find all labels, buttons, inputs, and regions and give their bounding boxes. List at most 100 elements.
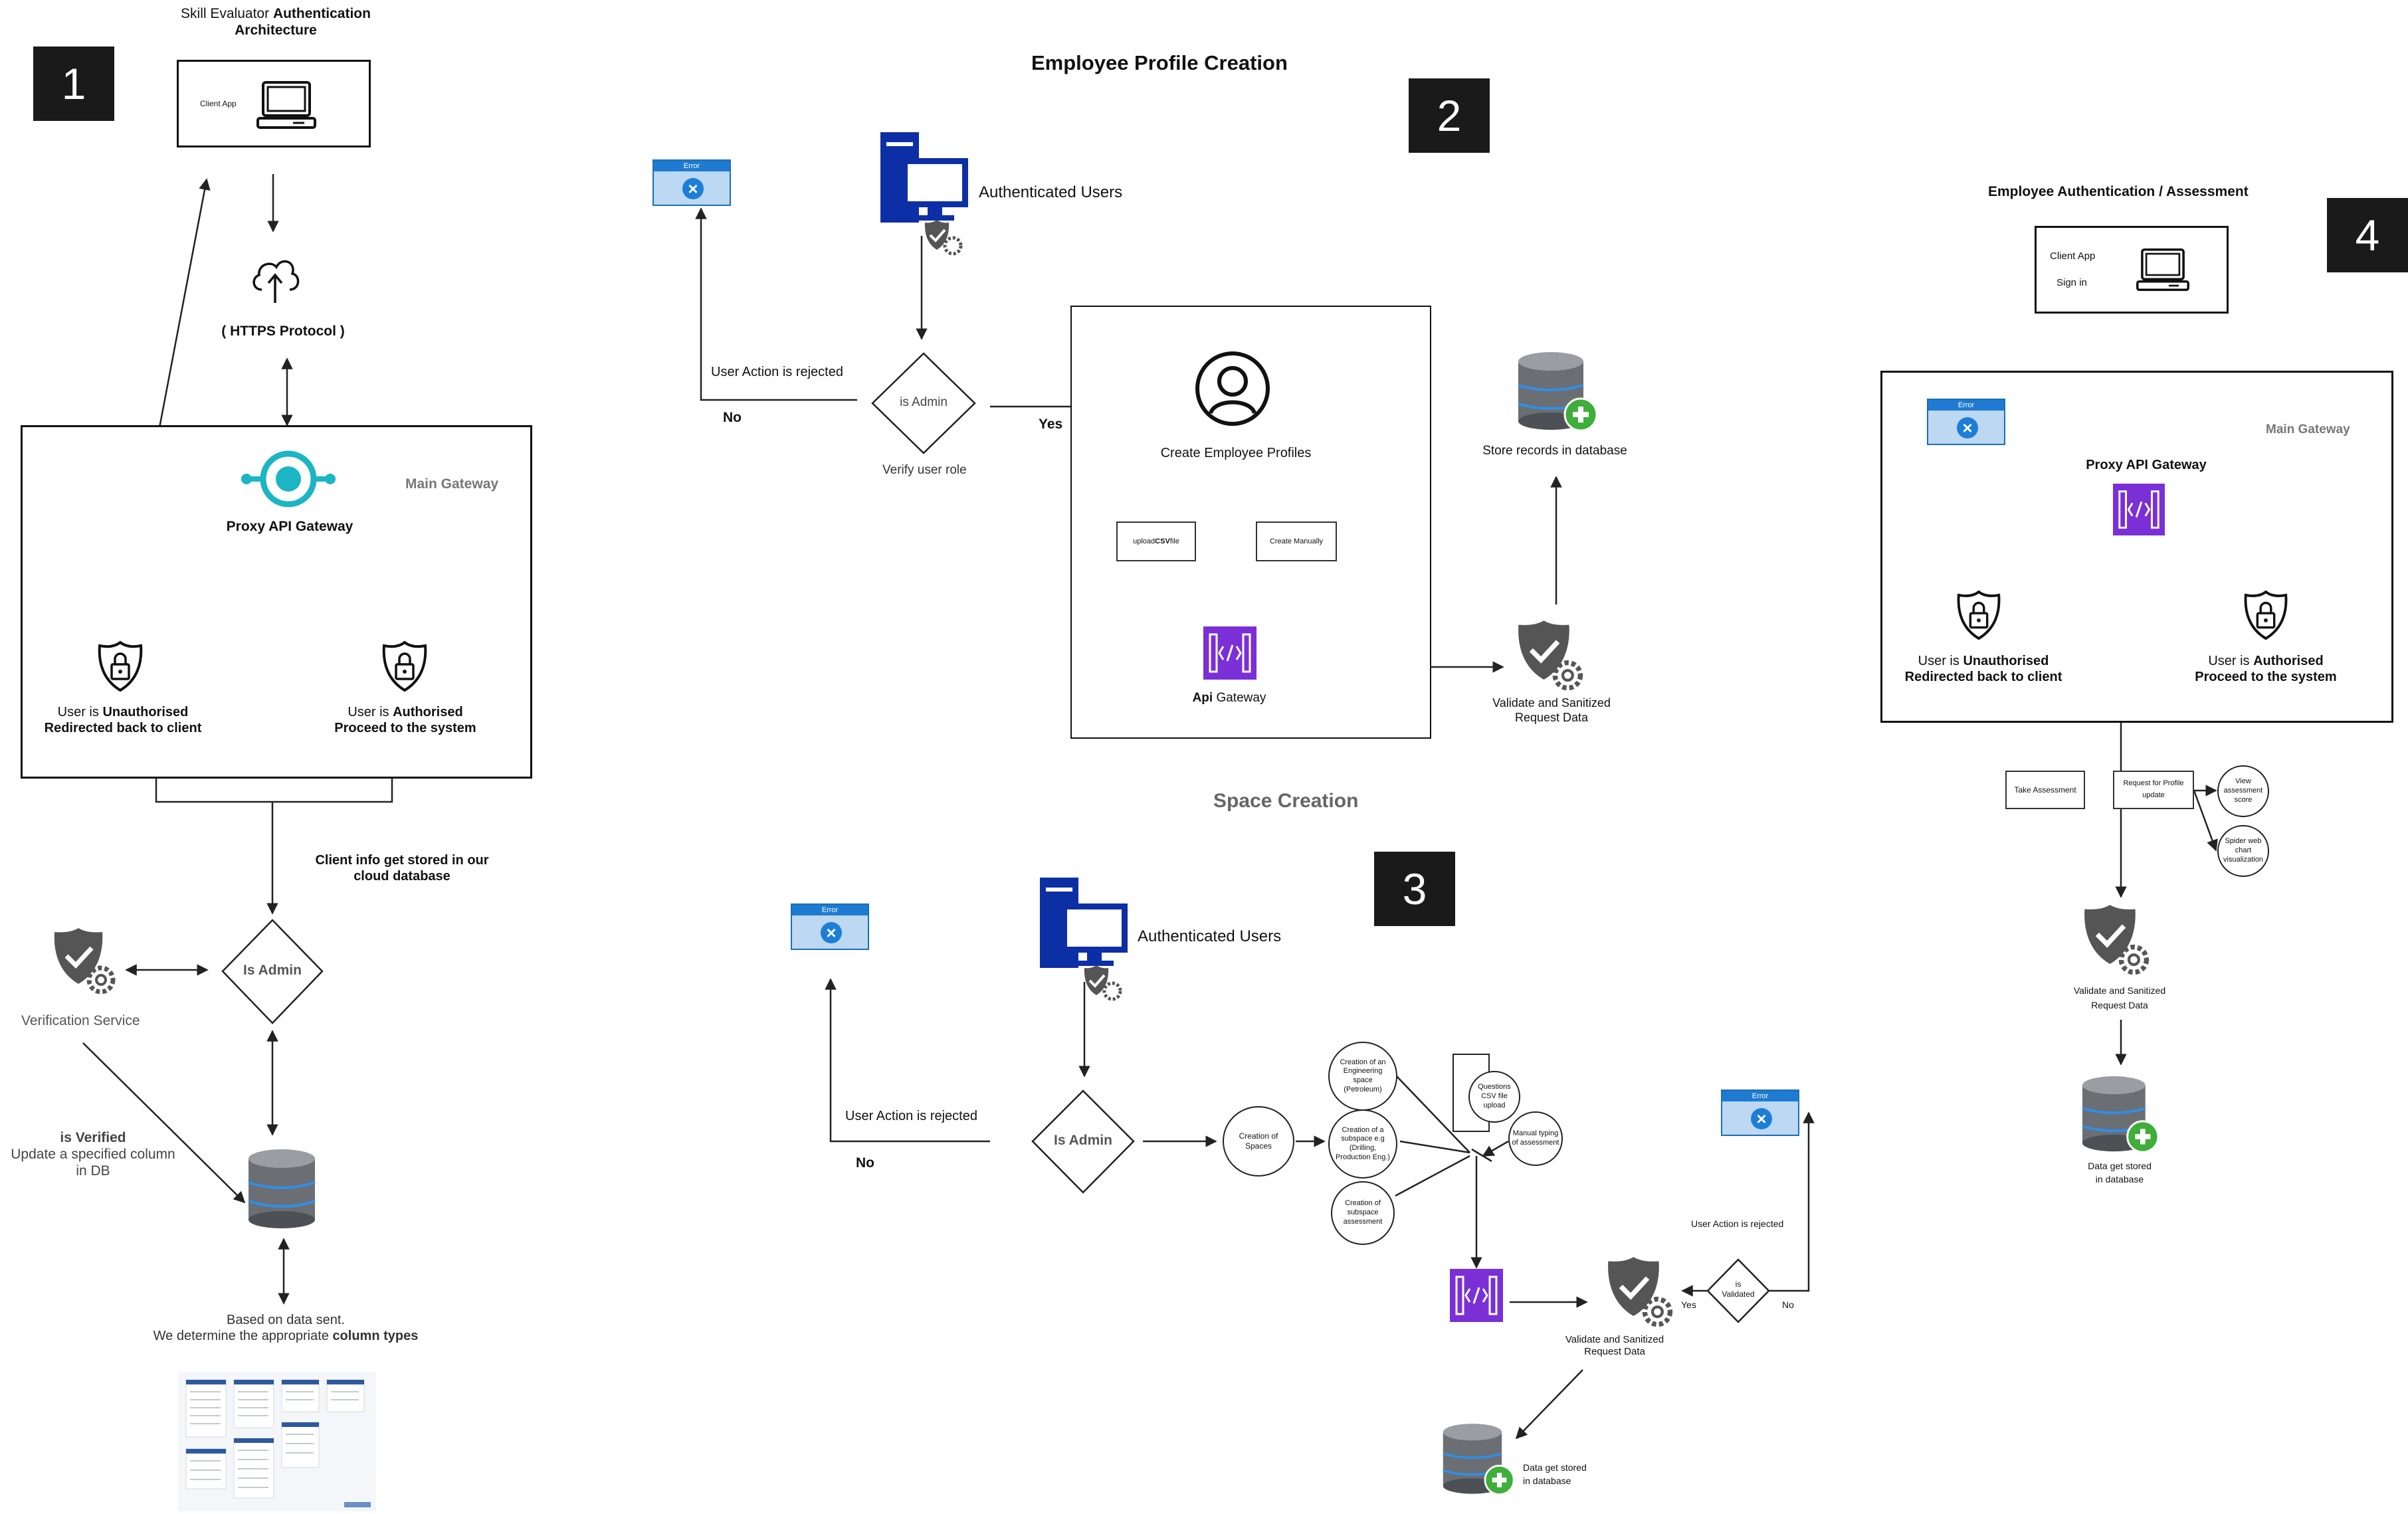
s3-authenticated-users-label: Authenticated Users [1138, 927, 1282, 945]
s1-main-gateway-label: Main Gateway [405, 476, 499, 492]
s2-api-gateway-icon [1203, 626, 1256, 680]
s2-verify-role-label: Verify user role [882, 463, 967, 477]
s3-authenticated-users-icon [1040, 878, 1128, 1001]
s2-no-label: No [723, 410, 742, 425]
laptop-icon [2136, 248, 2189, 291]
s3-error-box: Error × [791, 903, 869, 950]
s4-error-box: Error × [1927, 399, 2005, 445]
s3-title: Space Creation [1213, 790, 1359, 812]
s1-based-label: Based on data sent.We determine the appr… [153, 1313, 419, 1343]
s3-validate-shield-gear-icon [1608, 1257, 1673, 1327]
s3-error-box-2: Error × [1721, 1089, 1799, 1136]
s4-proxy-label: Proxy API Gateway [2086, 458, 2207, 472]
s3-stored-database-icon [1443, 1424, 1515, 1495]
s2-authenticated-users-icon [880, 132, 968, 256]
s3-rejected-label: User Action is rejected [845, 1109, 977, 1123]
s3-yes-label: Yes [1681, 1299, 1696, 1310]
s1-verification-shield-gear-icon [54, 928, 116, 994]
cloud-upload-icon [252, 260, 300, 303]
error-x-icon: × [682, 178, 704, 199]
s4-client-app-box: Client App Sign in [2035, 226, 2229, 314]
error-x-icon: × [1957, 417, 1978, 438]
s1-verification-label: Verification Service [21, 1013, 140, 1028]
s4-api-gateway-icon [2113, 484, 2165, 535]
s1-database-icon [248, 1149, 316, 1228]
s2-store-database-icon [1518, 352, 1598, 432]
s1-authorised-shield-lock-icon [382, 640, 427, 692]
s3-is-admin-label: Is Admin [1054, 1133, 1112, 1148]
error-x-icon: × [1751, 1108, 1772, 1129]
s4-authorised-shield-lock-icon [2244, 590, 2288, 640]
proxy-gateway-icon [241, 450, 336, 508]
s2-store-records-label: Store records in database [1482, 444, 1627, 458]
s4-validate-shield-gear-icon [2084, 905, 2150, 975]
s1-schema-thumbnail [178, 1372, 376, 1511]
s1-client-label: Client App [200, 99, 237, 108]
section-number-2: 2 [1409, 78, 1490, 153]
s2-title: Employee Profile Creation [1031, 51, 1288, 74]
error-x-icon: × [821, 922, 842, 943]
section-number-3: 3 [1374, 852, 1455, 926]
s1-is-admin-diamond [221, 919, 324, 1024]
s2-upload-csv-button[interactable]: upload CSV file [1116, 521, 1196, 561]
s3-rejected-label-2: User Action is rejected [1691, 1218, 1784, 1229]
section-number-1: 1 [33, 47, 114, 121]
s4-main-gateway-label: Main Gateway [2266, 423, 2350, 436]
s4-title: Employee Authentication / Assessment [1988, 184, 2249, 199]
s4-take-assessment-button[interactable]: Take Assessment [2005, 771, 2085, 809]
s3-error-title: Error [792, 905, 868, 915]
s2-authenticated-users-label: Authenticated Users [979, 183, 1123, 201]
s2-error-title: Error [654, 161, 730, 171]
s2-yes-label: Yes [1039, 417, 1063, 432]
s3-no-label-2: No [1782, 1299, 1794, 1310]
s4-sign-in-label[interactable]: Sign in [2057, 277, 2087, 288]
s4-client-label: Client App [2050, 250, 2096, 262]
s3-api-gateway-icon [1450, 1269, 1503, 1322]
s2-validate-shield-gear-icon [1518, 620, 1583, 691]
s2-is-admin-label: is Admin [900, 395, 948, 409]
s1-proxy-label: Proxy API Gateway [226, 519, 353, 534]
user-profile-icon [1195, 351, 1270, 426]
section-number-4: 4 [2327, 198, 2408, 272]
s2-api-gateway-label: Api Gateway [1192, 691, 1266, 705]
s3-no-label: No [856, 1155, 874, 1171]
s4-stored-database-icon [2082, 1076, 2159, 1153]
s2-is-admin-diamond [871, 352, 976, 454]
s3-is-validated-diamond [1706, 1258, 1770, 1323]
s1-https-label: ( HTTPS Protocol ) [221, 324, 345, 339]
s4-error-title: Error [1928, 400, 2004, 411]
s1-unauthorised-shield-lock-icon [98, 640, 143, 692]
s1-client-app-box: Client App [177, 60, 371, 147]
s3-is-admin-diamond [1031, 1089, 1135, 1194]
laptop-icon [256, 81, 316, 129]
s2-rejected-label: User Action is rejected [711, 365, 843, 379]
s1-is-admin-label: Is Admin [243, 963, 302, 978]
s4-unauthorised-shield-lock-icon [1957, 590, 2001, 640]
s2-create-manually-button[interactable]: Create Manually [1256, 521, 1337, 561]
s3-error-title-2: Error [1722, 1091, 1798, 1101]
s2-create-profiles-label: Create Employee Profiles [1160, 446, 1312, 460]
s2-error-box: Error × [652, 159, 731, 206]
